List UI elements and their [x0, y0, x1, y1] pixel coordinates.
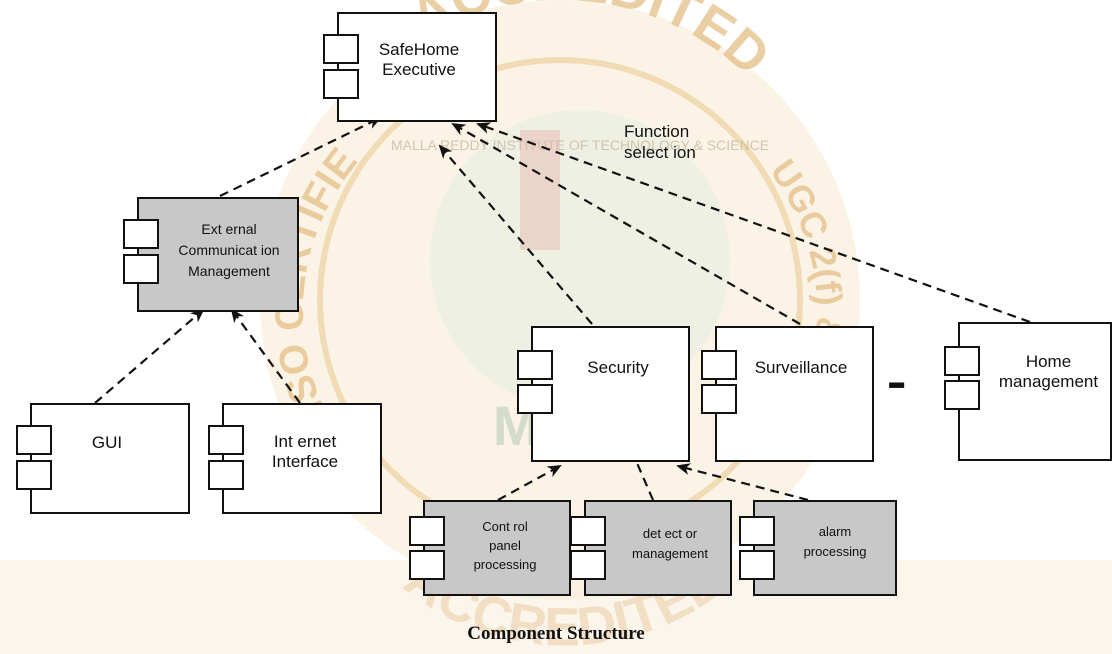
component-port-icon [16, 425, 52, 455]
component-port-icon [123, 254, 159, 284]
component-port-icon [323, 69, 359, 99]
component-port-icon [570, 550, 606, 580]
component-port-icon [409, 550, 445, 580]
dependency-arrow-alarm-to-security [676, 463, 809, 502]
component-port-icon [701, 350, 737, 380]
component-port-icon [739, 550, 775, 580]
component-surveillance[interactable]: Surveillance [701, 326, 874, 462]
component-label: Ext ernal Communicat ion Management [178, 221, 280, 279]
component-port-icon [123, 219, 159, 249]
dependency-arrow-security-to-safehome [438, 144, 593, 325]
component-port-icon [739, 516, 775, 546]
component-label: Home management [998, 352, 1099, 392]
dependency-arrow-detector-to-security [625, 438, 655, 501]
component-port-icon [208, 425, 244, 455]
component-port-icon [701, 384, 737, 414]
component-label: det ect or management [632, 526, 708, 562]
component-home-management[interactable]: Home management [944, 322, 1112, 461]
component-port-icon [570, 516, 606, 546]
component-label: SafeHome Executive [378, 40, 460, 80]
component-label: Cont rol panel processing [473, 519, 537, 572]
component-label: Int ernet Interface [271, 432, 339, 472]
component-port-icon [208, 460, 244, 490]
component-port-icon [517, 350, 553, 380]
component-label: alarm processing [803, 524, 867, 559]
component-port-icon [409, 516, 445, 546]
component-security[interactable]: Security [517, 326, 690, 462]
function-selection-note: Function select ion [624, 122, 696, 163]
component-safehome-executive[interactable]: SafeHome Executive [323, 12, 497, 122]
dependency-arrow-ext-to-safehome [219, 117, 382, 197]
component-external-communication-management[interactable]: Ext ernal Communicat ion Management [123, 197, 299, 312]
component-label: GUI [91, 433, 123, 452]
component-port-icon [944, 380, 980, 410]
more-components-ellipsis: ▪▪▪ [888, 372, 905, 397]
component-gui[interactable]: GUI [16, 403, 190, 514]
component-detector-management[interactable]: det ect or management [570, 500, 732, 596]
dependency-arrow-control-to-security [497, 465, 562, 501]
diagram-title: Component Structure [467, 623, 645, 644]
dependency-arrow-gui-to-ext [94, 308, 205, 404]
component-port-icon [944, 346, 980, 376]
component-port-icon [16, 460, 52, 490]
component-internet-interface[interactable]: Int ernet Interface [208, 403, 382, 514]
dependency-arrow-internet-to-ext [230, 308, 301, 404]
component-port-icon [323, 34, 359, 64]
dependency-arrow-home-to-safehome [476, 122, 1031, 324]
component-alarm-processing[interactable]: alarm processing [739, 500, 897, 596]
component-port-icon [517, 384, 553, 414]
component-label: Security [587, 358, 649, 377]
component-control-panel-processing[interactable]: Cont rol panel processing [409, 500, 571, 596]
component-label: Surveillance [754, 358, 848, 377]
dependency-arrow-surveillance-to-safehome [451, 123, 801, 325]
